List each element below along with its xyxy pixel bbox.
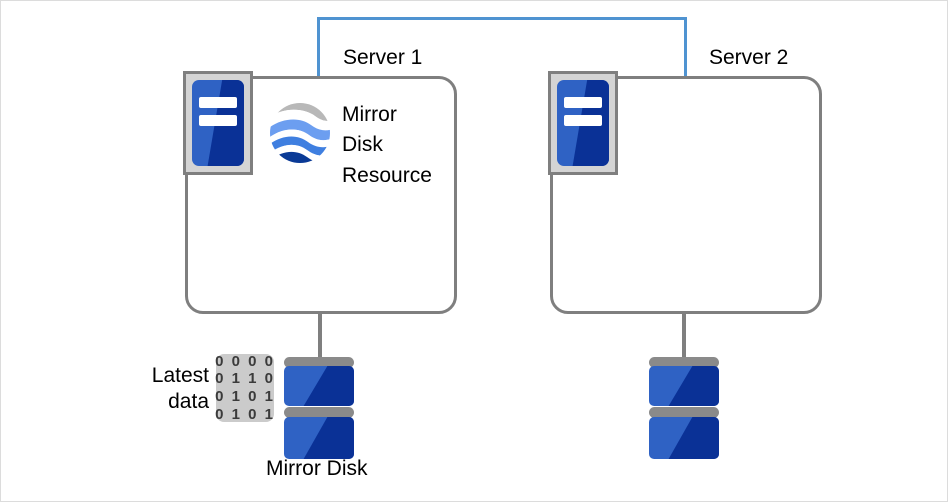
server-2-label: Server 2 [709, 46, 789, 69]
disk-cap-middle [284, 407, 354, 418]
disk-cap-middle [649, 407, 719, 418]
disk-platter-shade [668, 417, 719, 459]
latest-data-label-line-1: Latest [151, 364, 209, 387]
binary-data-row: 0 0 0 0 [215, 352, 275, 370]
latest-data-label-line-2: data [168, 390, 209, 414]
latest-data-label: Latest data [119, 363, 209, 416]
interconnect-right-vertical [684, 17, 687, 79]
binary-data-row: 0 1 0 1 [215, 405, 275, 423]
disk-platter-shade [303, 366, 354, 406]
server-tower-icon-body [192, 80, 244, 166]
disk-platter-shade [303, 417, 354, 459]
server-1-label: Server 1 [343, 46, 423, 69]
disk-cable [318, 313, 322, 361]
server-tower-icon-bar-1 [564, 97, 602, 109]
server-tower-icon [183, 71, 253, 175]
disk-platter-lower [649, 417, 719, 459]
disk-cap-top [649, 357, 719, 368]
server-tower-icon-bar-2 [199, 115, 237, 127]
disk-platter-upper [284, 366, 354, 406]
mirror-disk-2[interactable] [649, 357, 719, 459]
server-tower-icon-bar-1 [199, 97, 237, 109]
mirror-disk-resource-label-line-3: Resource [342, 163, 432, 187]
mirror-disk-resource-globe-icon [269, 102, 331, 164]
mirror-disk-1[interactable] [284, 357, 354, 459]
binary-data-row: 0 1 0 1 [215, 388, 275, 405]
binary-data-icon: 0 0 0 0 0 1 1 0 0 1 0 1 0 1 0 1 [215, 352, 275, 423]
disk-cap-top [284, 357, 354, 368]
mirror-disk-resource-label: Mirror Disk Resource [342, 100, 432, 191]
disk-platter-lower [284, 417, 354, 459]
binary-data-row: 0 1 1 0 [215, 370, 275, 388]
server-tower-icon [548, 71, 618, 175]
disk-cable [682, 313, 686, 361]
server-tower-icon-body [557, 80, 609, 166]
server-2-box[interactable] [550, 76, 822, 314]
interconnect-left-vertical [317, 17, 320, 79]
disk-platter-upper [649, 366, 719, 406]
disk-platter-shade [668, 366, 719, 406]
server-tower-icon-bar-2 [564, 115, 602, 127]
mirror-disk-1-caption: Mirror Disk [266, 457, 368, 480]
mirror-disk-resource-label-line-1: Mirror [342, 103, 397, 126]
mirror-disk-resource-label-line-2: Disk [342, 133, 383, 157]
interconnect-horizontal [317, 17, 687, 20]
